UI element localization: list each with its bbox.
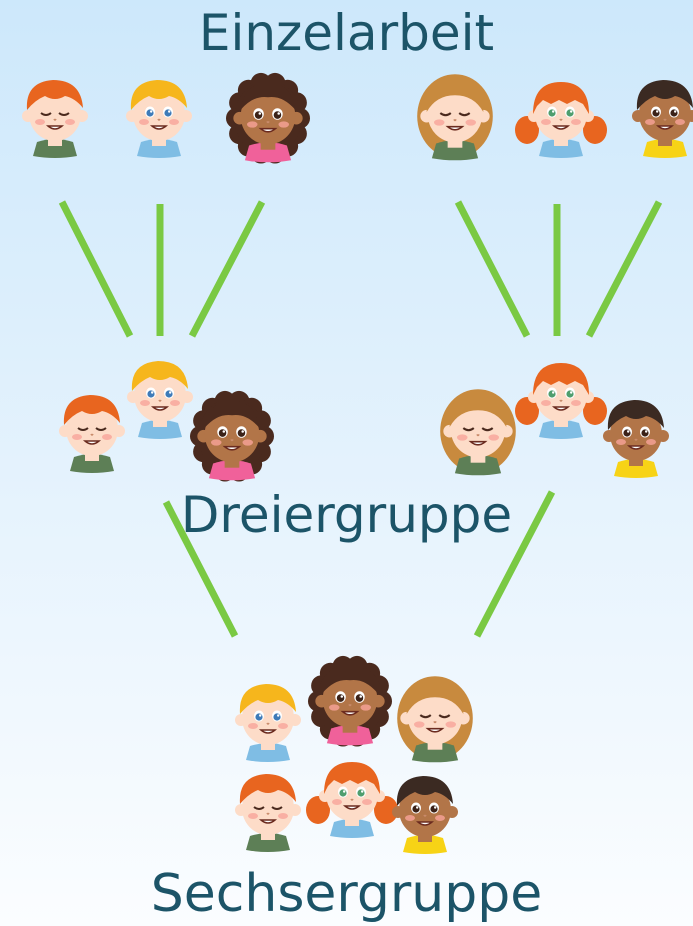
label-dreiergruppe: Dreiergruppe (180, 486, 513, 544)
child-light-brown-girl-avatar (440, 389, 516, 476)
child-blond-boy-avatar (127, 361, 193, 439)
label-einzelarbeit: Einzelarbeit (198, 4, 495, 62)
child-red-pigtail-girl-avatar (306, 762, 398, 838)
child-curly-girl-avatar (190, 390, 274, 482)
connector-line (473, 490, 556, 638)
child-ginger-boy-avatar (59, 395, 125, 473)
child-red-pigtail-girl-avatar (515, 82, 607, 158)
child-light-brown-girl-avatar (417, 74, 493, 161)
label-sechsergruppe: Sechsergruppe (150, 864, 543, 924)
child-curly-girl-avatar (308, 655, 392, 747)
connector-line (58, 200, 134, 338)
connector-line (162, 500, 239, 638)
child-ginger-boy-avatar (22, 80, 88, 158)
connector-lines (58, 200, 663, 638)
connector-line (585, 200, 663, 338)
connector-line (188, 200, 266, 338)
child-red-pigtail-girl-avatar (515, 363, 607, 439)
child-light-brown-girl-avatar (397, 676, 473, 763)
children-faces (22, 72, 693, 854)
child-curly-girl-avatar (226, 72, 310, 164)
child-blond-boy-avatar (126, 80, 192, 158)
child-dark-boy-avatar (392, 776, 458, 854)
child-dark-boy-avatar (603, 400, 669, 478)
child-blond-boy-avatar (235, 684, 301, 762)
child-dark-boy-avatar (632, 80, 693, 158)
connector-line (454, 200, 531, 338)
child-ginger-boy-avatar (235, 774, 301, 852)
